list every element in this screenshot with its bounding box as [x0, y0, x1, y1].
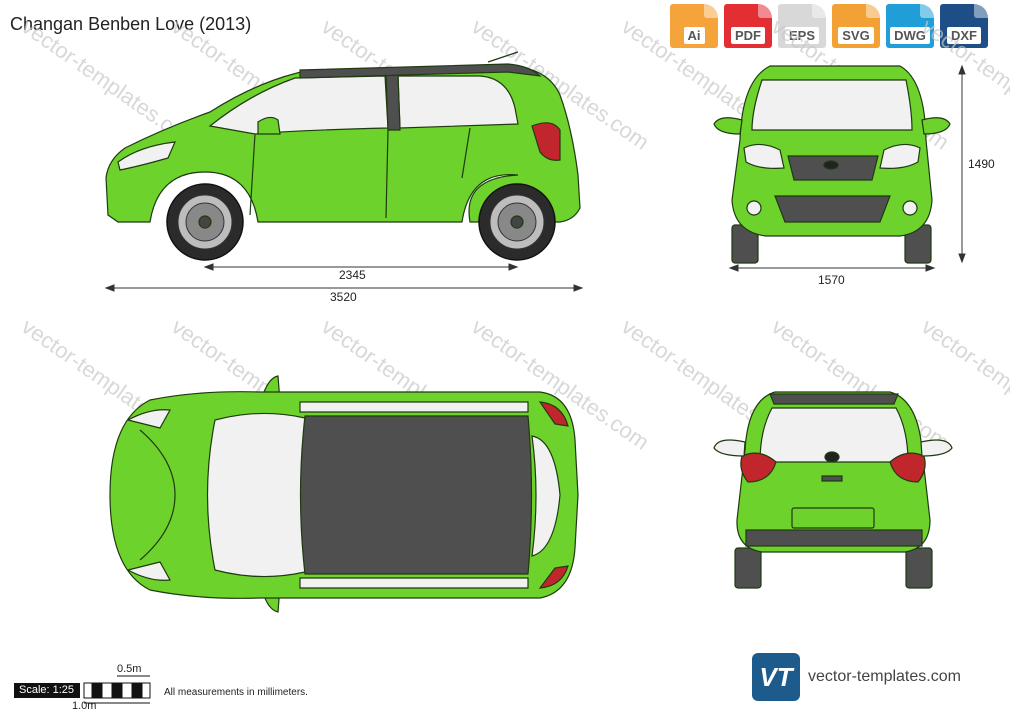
format-dxf-icon[interactable]: DXF: [940, 4, 988, 48]
top-windshield: [206, 412, 306, 578]
brand-logo-icon: VT: [752, 653, 800, 701]
top-side-window-lower: [299, 577, 529, 589]
side-window-rear: [397, 75, 519, 129]
scale-label: Scale: 1:25: [14, 683, 80, 698]
rear-mirror-right: [920, 439, 953, 457]
rear-tire-right: [905, 547, 933, 589]
format-eps-icon[interactable]: EPS: [778, 4, 826, 48]
rear-logo-icon: [824, 451, 840, 463]
scale-bar: [83, 675, 151, 704]
dimension-length: 3520: [330, 290, 357, 304]
front-mirror-left: [713, 117, 743, 135]
front-windshield: [751, 79, 913, 131]
front-foglight-left: [746, 200, 762, 216]
format-label: EPS: [784, 27, 819, 44]
format-label: PDF: [731, 27, 765, 44]
rear-handle: [821, 475, 843, 482]
front-wheel-icon: [166, 183, 244, 261]
scale-half-meter: 0.5m: [117, 663, 142, 675]
format-pdf-icon[interactable]: PDF: [724, 4, 772, 48]
rear-bumper: [745, 529, 923, 547]
brand-site[interactable]: vector-templates.com: [808, 668, 961, 685]
dimension-wheelbase: 2345: [339, 268, 366, 282]
format-ai-icon[interactable]: Ai: [670, 4, 718, 48]
top-roof: [299, 415, 533, 575]
rear-wheel-icon: [478, 183, 556, 261]
rear-spoiler: [769, 393, 899, 405]
format-label: SVG: [838, 27, 874, 44]
rear-taillight-right: [889, 452, 926, 483]
top-hood-line: [139, 429, 176, 561]
format-label: DWG: [890, 27, 930, 44]
side-pillar: [385, 73, 401, 131]
top-taillight-upper: [538, 401, 569, 427]
front-headlight-right: [879, 143, 921, 169]
top-taillight-lower: [538, 565, 569, 589]
format-label: Ai: [683, 27, 705, 44]
dimension-height: 1490: [968, 157, 995, 171]
side-dimension-lines: [104, 263, 584, 292]
front-dimension-lines: [728, 64, 966, 272]
rear-plate: [791, 507, 875, 529]
format-dwg-icon[interactable]: DWG: [886, 4, 934, 48]
rear-tire-left: [734, 547, 762, 589]
format-label: DXF: [947, 27, 981, 44]
side-mirror: [257, 116, 281, 135]
top-side-window-upper: [299, 401, 529, 413]
front-view: [713, 65, 951, 264]
side-taillight: [531, 122, 561, 161]
side-roof-line: [299, 63, 542, 79]
brand-footer[interactable]: VT vector-templates.com: [752, 653, 961, 701]
front-lower-grille: [774, 195, 891, 223]
side-headlight: [117, 141, 176, 171]
rear-taillight-left: [740, 452, 777, 483]
top-rear-window: [531, 435, 561, 557]
front-foglight-right: [902, 200, 918, 216]
rear-view: [713, 391, 953, 589]
page-title: Changan Benben Love (2013): [10, 14, 252, 34]
format-svg-icon[interactable]: SVG: [832, 4, 880, 48]
top-view: [109, 375, 579, 613]
rear-mirror-left: [713, 439, 746, 457]
front-logo-icon: [823, 160, 839, 170]
top-headlight-lower: [126, 561, 171, 581]
format-list: Ai PDF EPS SVG DWG DXF: [670, 4, 988, 48]
measurement-note: All measurements in millimeters.: [164, 687, 308, 698]
side-view: [105, 51, 581, 261]
front-headlight-left: [743, 143, 785, 169]
dimension-width: 1570: [818, 273, 845, 287]
top-headlight-upper: [126, 409, 171, 429]
front-mirror-right: [921, 117, 951, 135]
scale-meter: 1.0m: [72, 700, 97, 712]
